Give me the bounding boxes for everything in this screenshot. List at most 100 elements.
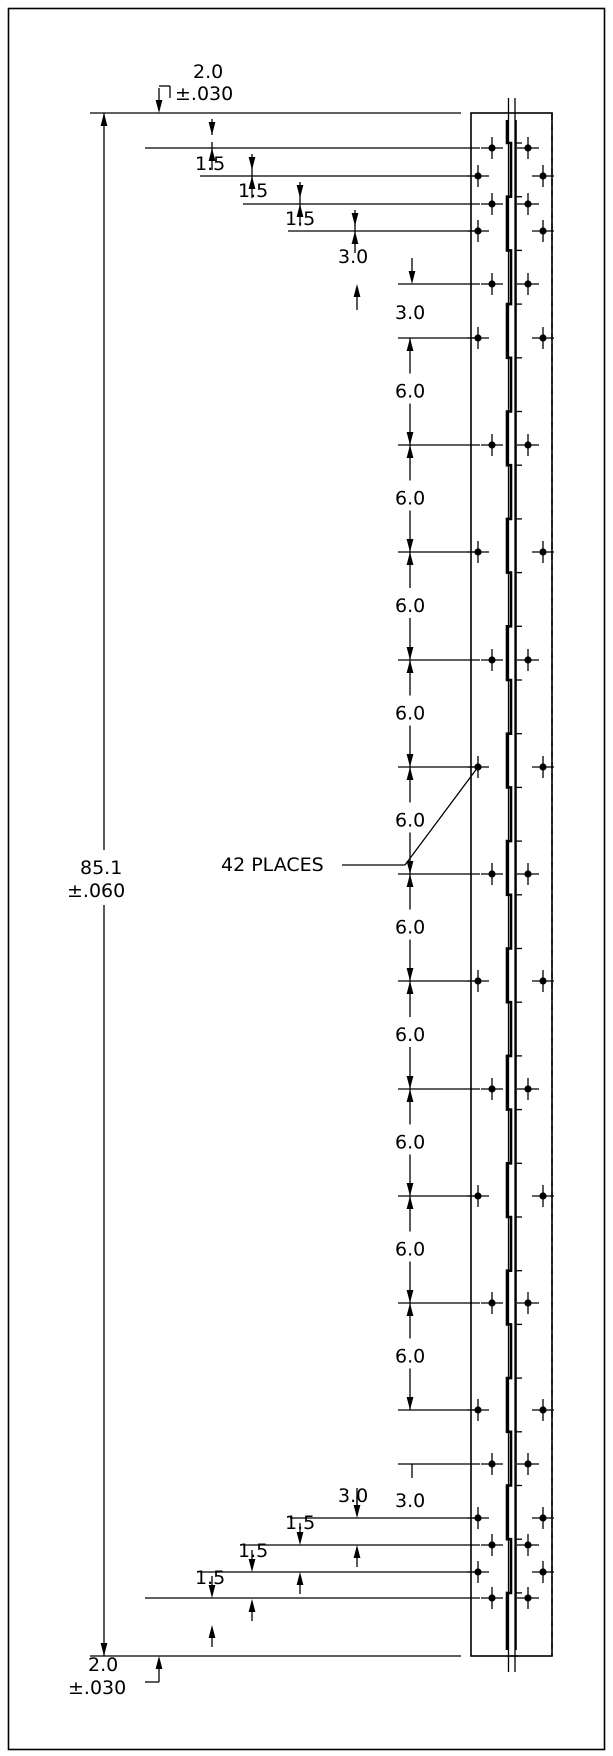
dimension-labels: 2.0 ±.030 85.1 ±.060 42 PLACES 2.0 ±.030… [67, 61, 425, 1699]
pitch-arrow [406, 552, 414, 565]
hole-dot [488, 1085, 496, 1093]
spacing-arrow [353, 1505, 361, 1518]
mounting-hole [517, 1078, 539, 1100]
mounting-hole [481, 1587, 503, 1609]
spacing-arrow [248, 176, 256, 189]
mounting-hole [517, 1292, 539, 1314]
spacing-arrow [353, 284, 361, 297]
end-dim-bottom-tolerance: ±.030 [68, 1677, 126, 1699]
hole-dot [539, 227, 547, 235]
spacing-arrow [248, 1599, 256, 1612]
spacing-label: 3.0 [338, 246, 368, 268]
hinge-knuckle-line [505, 120, 513, 1650]
spacing-label: 1.5 [195, 153, 225, 175]
hole-dot [524, 1299, 532, 1307]
end-dim-bottom-value: 2.0 [88, 1654, 118, 1676]
hinge-leaf-outline [470, 112, 553, 1657]
mounting-hole [532, 327, 554, 349]
pitch-arrow [406, 1397, 414, 1410]
pitch-arrow [406, 1290, 414, 1303]
hole-dot [539, 334, 547, 342]
callout-leader [404, 766, 479, 866]
hole-dot [524, 441, 532, 449]
hole-dot [488, 280, 496, 288]
pitch-arrow [406, 874, 414, 887]
mounting-hole [532, 756, 554, 778]
mounting-hole [517, 1587, 539, 1609]
spacing-label: 1.5 [285, 1512, 315, 1534]
spacing-arrow [351, 213, 359, 226]
hole-dot [488, 1541, 496, 1549]
spacing-label: 1.5 [195, 1567, 225, 1589]
spacing-label: 6.0 [395, 1024, 425, 1046]
pitch-arrow [406, 968, 414, 981]
pitch-arrow [406, 861, 414, 874]
mounting-hole [517, 863, 539, 885]
hole-dot [488, 1299, 496, 1307]
spacing-arrow [248, 157, 256, 170]
mounting-hole [517, 1453, 539, 1475]
spacing-label: 1.5 [285, 208, 315, 230]
pitch-arrow [406, 1076, 414, 1089]
pitch-arrow [406, 754, 414, 767]
spacing-label: 6.0 [395, 810, 425, 832]
mounting-hole [481, 193, 503, 215]
hole-dot [524, 280, 532, 288]
hole-dot [539, 977, 547, 985]
mounting-hole [532, 541, 554, 563]
hole-dot [488, 1460, 496, 1468]
hole-dot [488, 870, 496, 878]
mounting-hole [481, 1078, 503, 1100]
pitch-arrow [406, 1183, 414, 1196]
overall-length-value: 85.1 [80, 857, 122, 879]
mounting-hole [517, 273, 539, 295]
mounting-hole [517, 649, 539, 671]
spacing-arrow [296, 185, 304, 198]
hole-dot [539, 1514, 547, 1522]
mounting-hole [481, 137, 503, 159]
spacing-label: 6.0 [395, 488, 425, 510]
hole-dot [539, 1192, 547, 1200]
spacing-arrow [208, 1625, 216, 1638]
mounting-hole [481, 273, 503, 295]
hole-count-callout: 42 PLACES [221, 854, 324, 876]
hole-dot [524, 656, 532, 664]
spacing-label: 6.0 [395, 703, 425, 725]
hole-dot [539, 548, 547, 556]
spacing-arrow [408, 271, 416, 284]
spacing-arrow [351, 231, 359, 244]
drawing-border [7, 7, 606, 1751]
overall-length-tolerance: ±.060 [67, 880, 125, 902]
mounting-hole [481, 649, 503, 671]
pitch-arrow [406, 647, 414, 660]
hole-dot [488, 656, 496, 664]
end-arrow-top [155, 100, 163, 113]
hole-dot [539, 1406, 547, 1414]
mounting-hole [517, 1534, 539, 1556]
mounting-hole [517, 434, 539, 456]
spacing-arrow [296, 1572, 304, 1585]
spacing-arrow [208, 1585, 216, 1598]
end-arrow-bottom [155, 1656, 163, 1669]
pitch-arrow [406, 445, 414, 458]
pitch-arrow [406, 767, 414, 780]
spacing-label: 1.5 [238, 1540, 268, 1562]
spacing-label: 6.0 [395, 595, 425, 617]
hole-dot [488, 144, 496, 152]
pitch-arrow [406, 338, 414, 351]
spacing-arrow [296, 1532, 304, 1545]
pitch-arrow [406, 660, 414, 673]
mounting-hole [481, 1534, 503, 1556]
spacing-label: 6.0 [395, 381, 425, 403]
spacing-label: 3.0 [395, 1490, 425, 1512]
spacing-arrow [248, 1559, 256, 1572]
mounting-hole [532, 165, 554, 187]
hole-dot [539, 1568, 547, 1576]
spacing-arrow [353, 1545, 361, 1558]
spacing-label: 6.0 [395, 917, 425, 939]
pitch-arrow [406, 1196, 414, 1209]
hole-dot [524, 144, 532, 152]
spacing-label: 6.0 [395, 1239, 425, 1261]
hole-dot [524, 1085, 532, 1093]
